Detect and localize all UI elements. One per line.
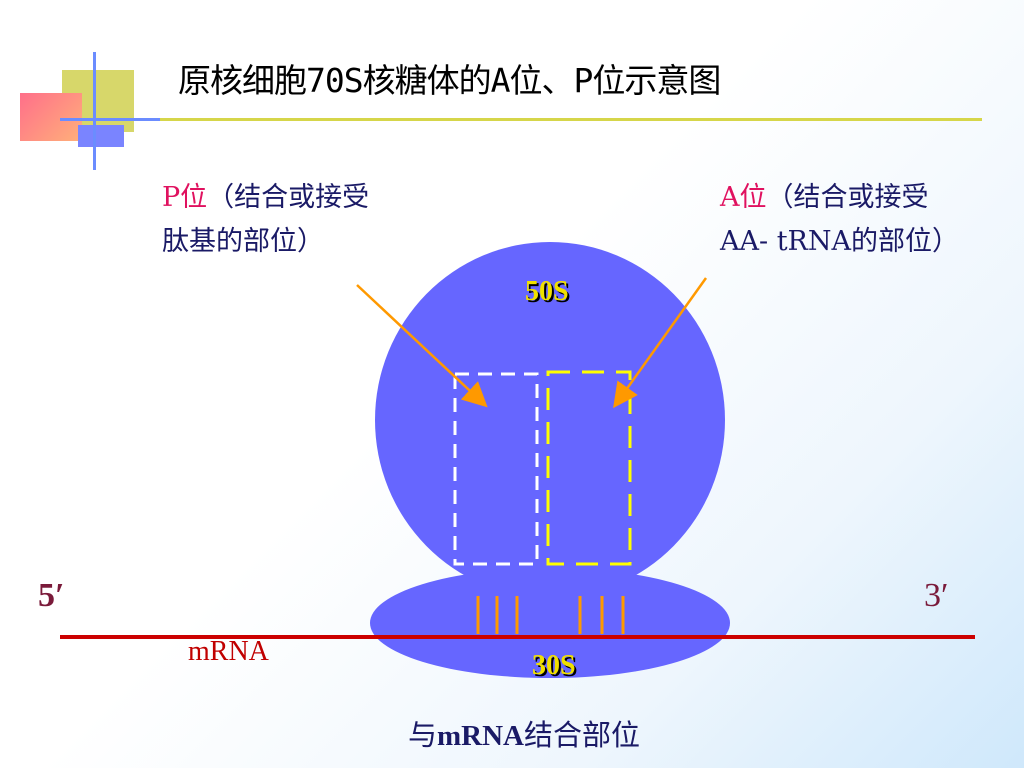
p-site-label: P位 — [162, 182, 208, 213]
corner-decoration — [0, 0, 140, 170]
label-50s: 50S — [525, 276, 569, 307]
title-underline-blue — [60, 118, 160, 121]
a-site-desc-line1: （结合或接受 — [766, 182, 929, 213]
p-site-annotation: P位（结合或接受肽基的部位） — [162, 176, 382, 264]
pink-square — [20, 93, 82, 141]
p-site-box — [453, 372, 539, 566]
vertical-line — [93, 52, 96, 170]
small-subunit-30s — [370, 568, 730, 678]
large-subunit-50s — [375, 242, 725, 598]
mrna-label: mRNA — [188, 636, 269, 667]
a-site-label: A位 — [720, 182, 767, 213]
a-site-arrow — [613, 277, 708, 409]
a-site-annotation: A位（结合或接受 AA- tRNA的部位） — [720, 176, 1010, 264]
three-prime-label: 3′ — [924, 577, 949, 614]
p-site-desc: （结合或接受肽基的部位） — [162, 182, 370, 257]
p-site-arrow — [356, 284, 488, 408]
caption-prefix: 与 — [408, 718, 438, 752]
blue-square — [78, 125, 124, 147]
codon-bars-a — [578, 596, 625, 634]
title-underline — [60, 118, 982, 121]
label-30s: 30S — [532, 650, 576, 681]
binding-site-caption: 与mRNA结合部位 — [408, 712, 640, 754]
five-prime-label: 5′ — [38, 577, 65, 614]
a-site-desc-line2: AA- tRNA的部位） — [720, 226, 960, 257]
a-site-box — [546, 370, 632, 566]
caption-mrna: mRNA — [437, 720, 525, 752]
codon-bars-p — [476, 596, 519, 634]
page-title: 原核细胞70S核糖体的A位、P位示意图 — [178, 61, 721, 100]
caption-suffix: 结合部位 — [524, 718, 641, 752]
